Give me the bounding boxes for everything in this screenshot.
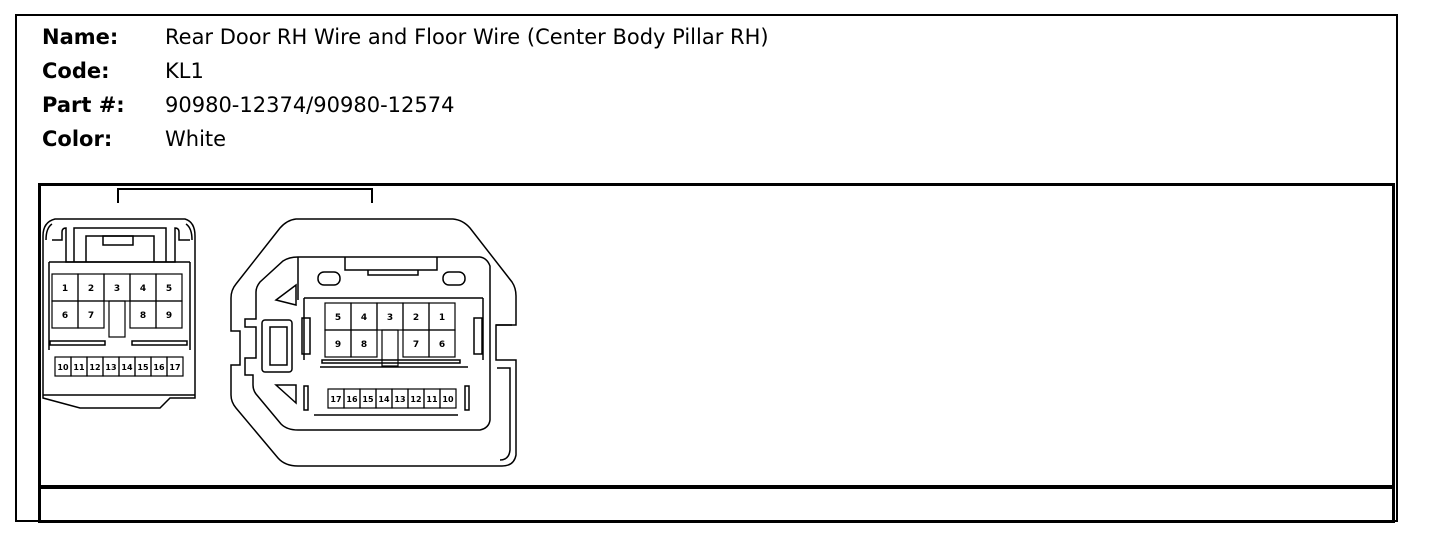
right-key-cell bbox=[381, 329, 399, 367]
right-pin-3-number: 3 bbox=[387, 313, 393, 323]
left-pin-9-number: 9 bbox=[166, 311, 172, 321]
right-pin-9-number: 9 bbox=[335, 340, 341, 350]
left-pin-9-cell bbox=[155, 300, 183, 329]
left-pin-14-number: 14 bbox=[121, 363, 133, 372]
right-pin-13-number: 13 bbox=[394, 395, 405, 404]
left-pin-12-number: 12 bbox=[89, 363, 100, 372]
code-label: Code: bbox=[42, 59, 110, 83]
left-pin-15-number: 15 bbox=[137, 363, 149, 372]
part-label: Part #: bbox=[42, 93, 125, 117]
left-pin-10-number: 10 bbox=[57, 363, 69, 372]
right-pin-8-cell bbox=[350, 329, 378, 358]
part-value: 90980-12374/90980-12574 bbox=[165, 93, 455, 117]
left-pin-16-number: 16 bbox=[153, 363, 165, 372]
right-pin-17-number: 17 bbox=[330, 395, 341, 404]
left-pin-8-number: 8 bbox=[140, 311, 146, 321]
right-pin-14-number: 14 bbox=[378, 395, 390, 404]
right-pin-7-number: 7 bbox=[413, 340, 419, 350]
right-pin-10-cell bbox=[439, 388, 457, 409]
left-pin-4-number: 4 bbox=[140, 284, 146, 294]
right-connector-pins: 5 4 3 2 1 9 8 7 6 17 16 15 14 13 12 11 10 bbox=[324, 302, 457, 409]
right-connector-body bbox=[230, 218, 517, 467]
diagram-footer-bar bbox=[38, 486, 1395, 523]
right-pin-6-cell bbox=[428, 329, 456, 358]
left-pin-3-number: 3 bbox=[114, 284, 120, 294]
color-value: White bbox=[165, 127, 227, 151]
name-label: Name: bbox=[42, 25, 119, 49]
left-pin-2-number: 2 bbox=[88, 284, 94, 294]
code-value: KL1 bbox=[165, 59, 204, 83]
left-pin-17-number: 17 bbox=[169, 363, 180, 372]
left-key-cell bbox=[108, 300, 126, 338]
right-pin-12-number: 12 bbox=[410, 395, 421, 404]
right-pin-16-number: 16 bbox=[346, 395, 358, 404]
left-connector-body bbox=[42, 218, 196, 409]
left-pin-7-number: 7 bbox=[88, 311, 94, 321]
left-pin-13-number: 13 bbox=[105, 363, 116, 372]
left-pin-6-number: 6 bbox=[62, 311, 68, 321]
name-value: Rear Door RH Wire and Floor Wire (Center… bbox=[165, 25, 769, 49]
right-pin-1-number: 1 bbox=[439, 313, 445, 323]
right-pin-2-number: 2 bbox=[413, 313, 419, 323]
right-pin-10-number: 10 bbox=[442, 395, 454, 404]
right-pin-15-number: 15 bbox=[362, 395, 374, 404]
pair-bracket bbox=[117, 188, 373, 203]
left-pin-17-cell bbox=[166, 356, 184, 377]
left-pin-11-number: 11 bbox=[73, 363, 85, 372]
right-pin-6-number: 6 bbox=[439, 340, 445, 350]
color-label: Color: bbox=[42, 127, 113, 151]
right-pin-8-number: 8 bbox=[361, 340, 367, 350]
left-pin-5-number: 5 bbox=[166, 284, 172, 294]
right-pin-11-number: 11 bbox=[426, 395, 438, 404]
left-pin-1-number: 1 bbox=[62, 284, 68, 294]
left-pin-7-cell bbox=[77, 300, 105, 329]
right-pin-5-number: 5 bbox=[335, 313, 341, 323]
right-pin-4-number: 4 bbox=[361, 313, 367, 323]
